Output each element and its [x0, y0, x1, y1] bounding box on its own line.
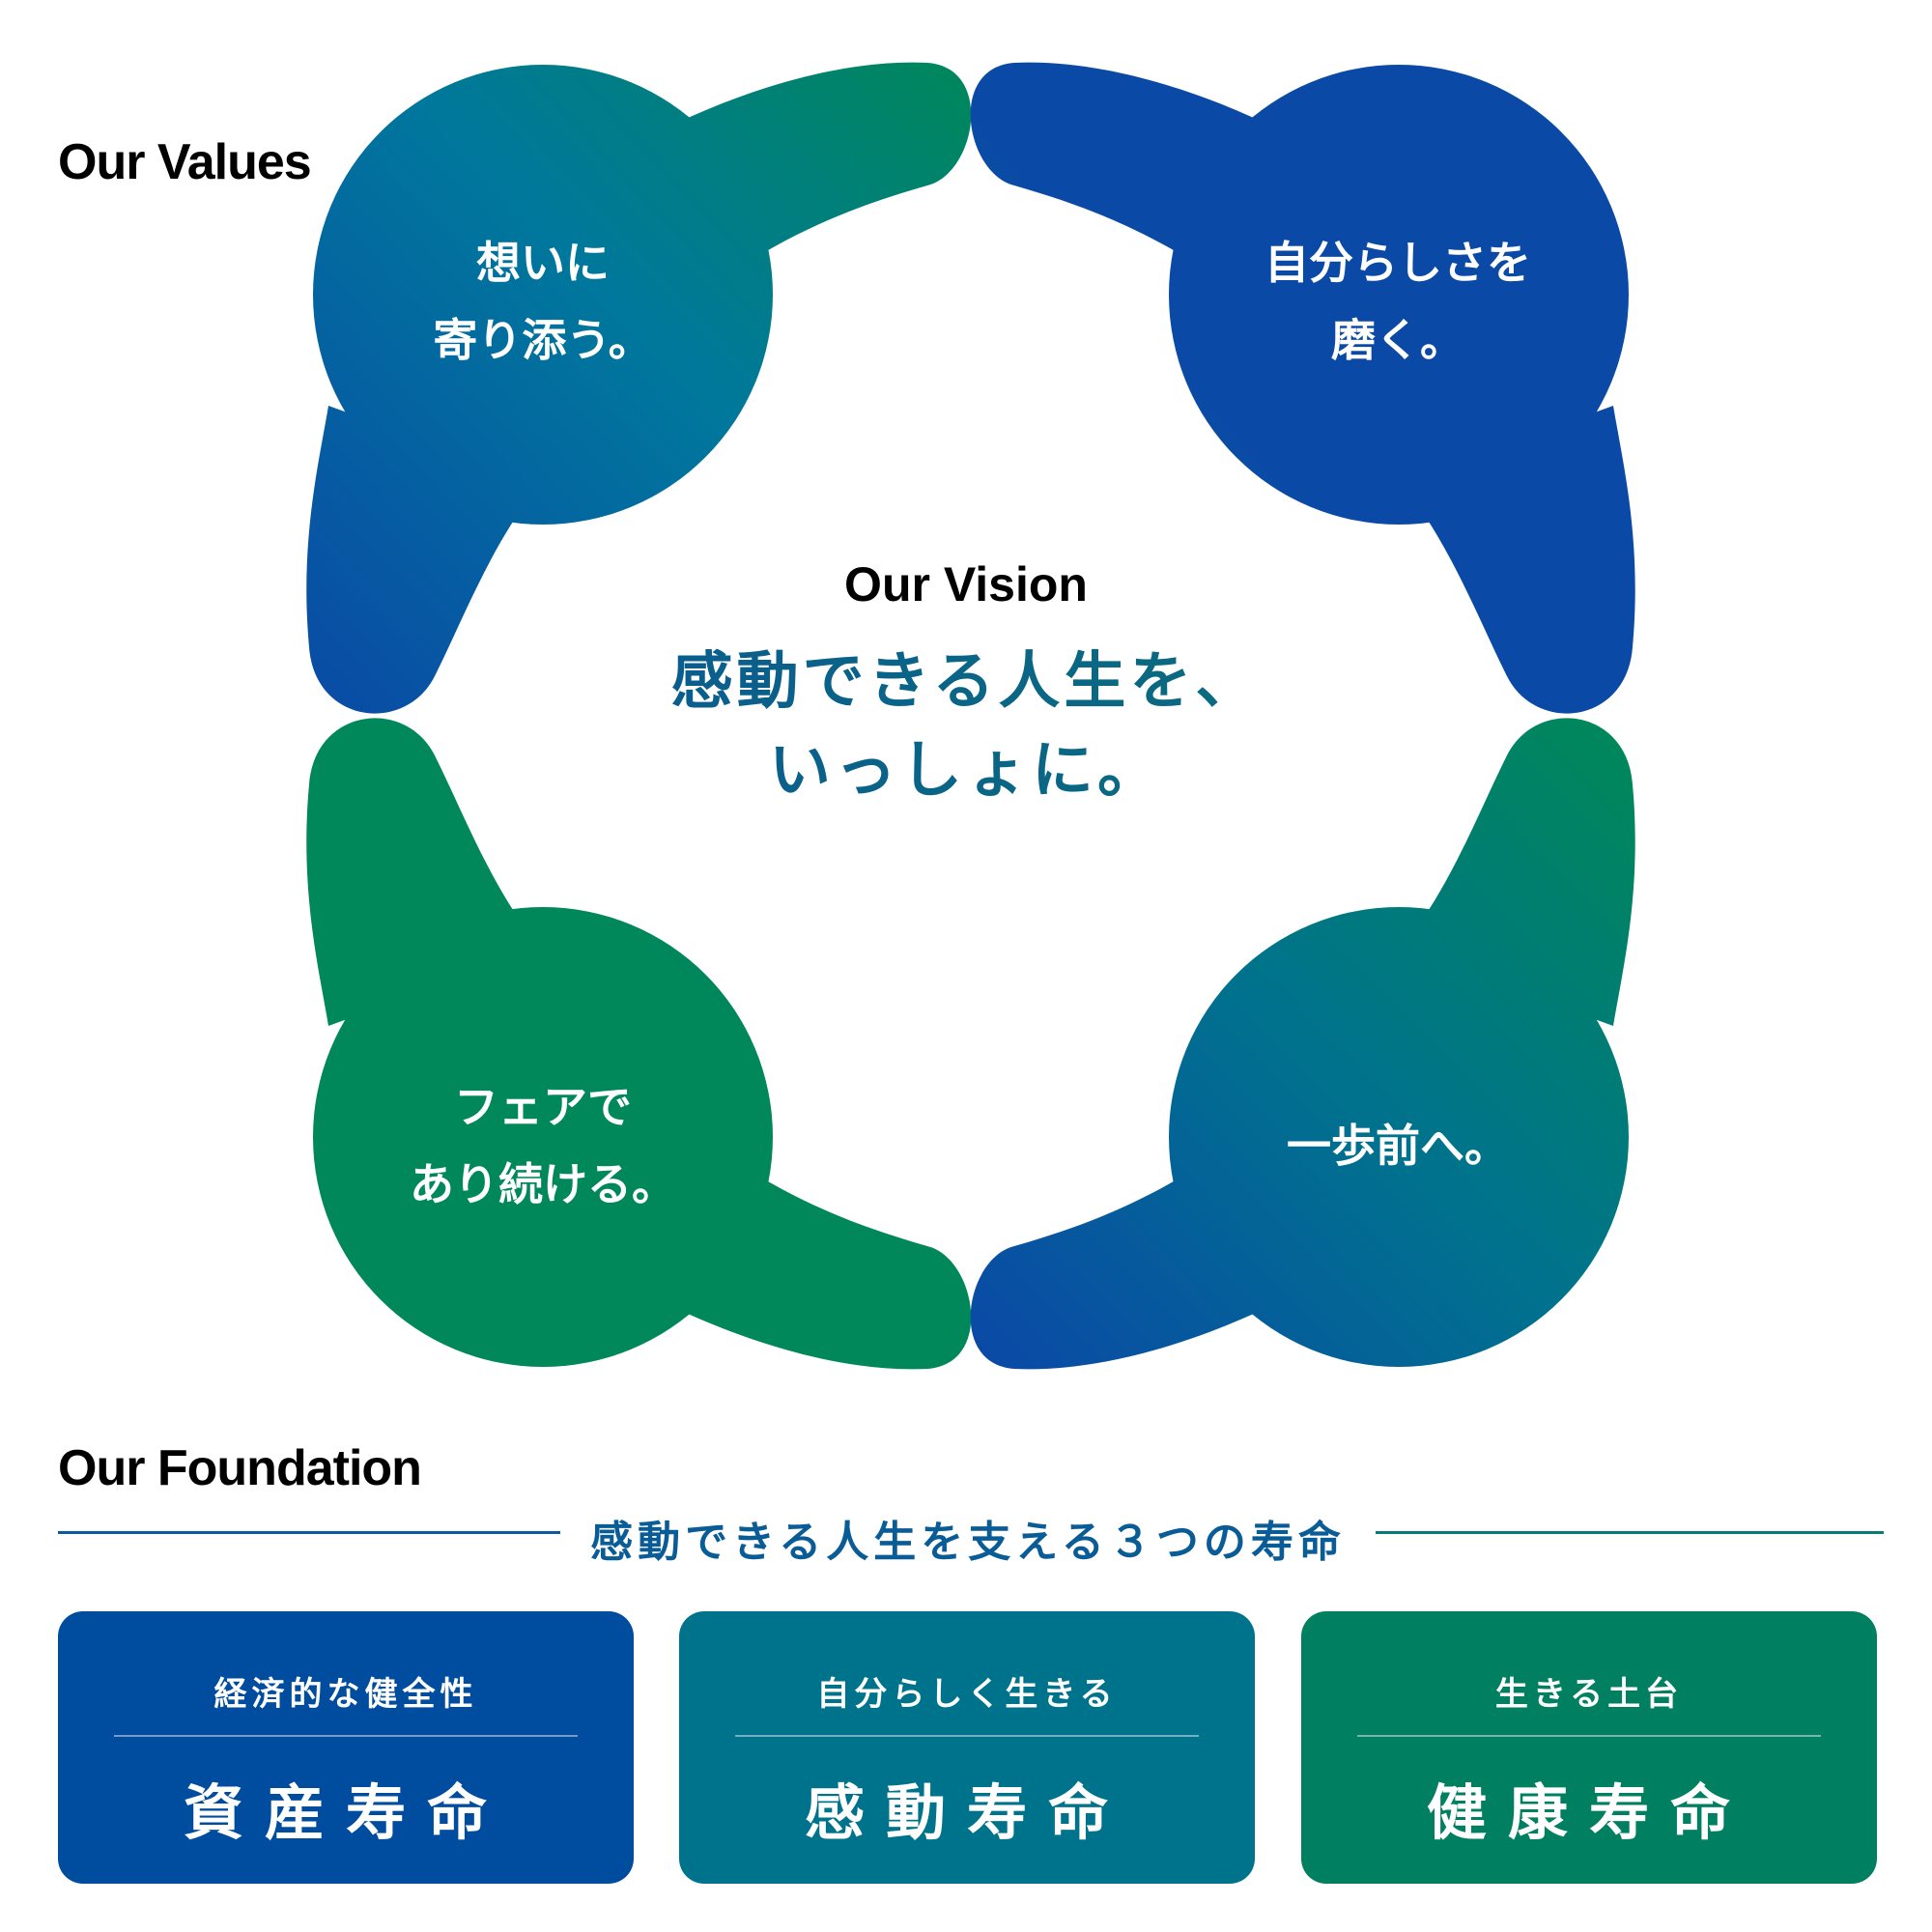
foundation-card-emotion: 自分らしく生きる 感動寿命 — [679, 1611, 1255, 1884]
foundation-card-health: 生きる土台 健康寿命 — [1301, 1611, 1877, 1884]
vision-statement: 感動できる人生を、いっしょに。 — [0, 638, 1932, 815]
card-title: 感動寿命 — [804, 1777, 1129, 1848]
card-subtitle: 経済的な健全性 — [213, 1675, 478, 1714]
petal-bottom-right — [970, 718, 1635, 1370]
card-title: 資産寿命 — [183, 1777, 508, 1848]
divider-left — [58, 1531, 560, 1534]
value-label-1: 想いに寄り添う。 — [433, 237, 653, 366]
card-divider — [735, 1735, 1199, 1737]
foundation-subtitle: 感動できる人生を支える３つの寿命 — [590, 1518, 1346, 1567]
value-label-3: フェアであり続ける。 — [410, 1081, 676, 1210]
value-label-4: 一歩前へ。 — [1287, 1120, 1509, 1172]
card-title: 健康寿命 — [1426, 1777, 1751, 1848]
card-subtitle: 生きる土台 — [1494, 1675, 1684, 1714]
foundation-card-assets: 経済的な健全性 資産寿命 — [58, 1611, 634, 1884]
foundation-heading: Our Foundation — [58, 1440, 422, 1496]
petal-bottom-left — [306, 718, 972, 1370]
card-divider — [1357, 1735, 1821, 1737]
values-heading: Our Values — [58, 134, 312, 190]
value-label-2: 自分らしさを磨く。 — [1264, 237, 1531, 366]
card-divider — [114, 1735, 578, 1737]
petal-top-left — [306, 62, 972, 714]
card-subtitle: 自分らしく生きる — [816, 1675, 1118, 1714]
petal-top-right — [970, 62, 1635, 714]
divider-right — [1376, 1531, 1884, 1534]
vision-heading: Our Vision — [844, 557, 1088, 611]
